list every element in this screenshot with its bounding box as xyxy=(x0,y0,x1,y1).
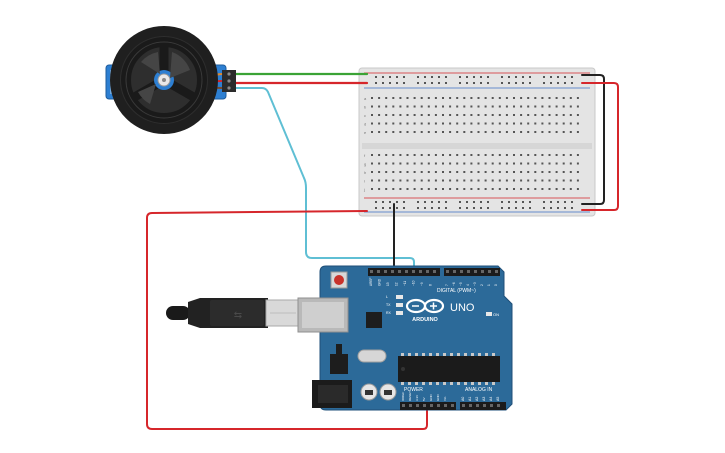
digital-header-right xyxy=(444,268,500,276)
digital-pin-label: AREF xyxy=(369,277,373,286)
digital-pin-label: ~9 xyxy=(420,282,424,286)
digital-pin-label: 0 xyxy=(494,284,498,286)
arduino-model: UNO xyxy=(450,302,475,314)
row-letter: b xyxy=(364,105,367,110)
analog-pin-label: A4 xyxy=(489,397,493,401)
digital-pin-label: ~10 xyxy=(412,280,416,286)
analog-pin-label: A3 xyxy=(482,397,486,401)
row-letter: a xyxy=(364,96,367,101)
led-label: TX xyxy=(386,303,391,307)
led-label: L xyxy=(386,295,388,299)
digital-pin-label: GND xyxy=(378,278,382,286)
digital-header-left xyxy=(368,268,440,276)
wire-blue-signal xyxy=(229,87,415,271)
row-letter: c xyxy=(364,113,366,118)
row-letter: j xyxy=(363,187,365,192)
wires xyxy=(146,72,619,430)
breadboard-holes xyxy=(371,76,579,209)
digital-pin-label: 2 xyxy=(480,284,484,286)
power-pin-label: IOREF xyxy=(401,392,405,401)
power-pin-label: 3.3V xyxy=(415,395,419,401)
digital-pin-label: 13 xyxy=(386,282,390,286)
row-letter: g xyxy=(364,162,366,167)
digital-pin-label: 4 xyxy=(466,284,470,286)
power-pin-label: RESET xyxy=(408,391,412,401)
digital-pwm-label: DIGITAL (PWM~) xyxy=(437,288,476,294)
power-pin-label: Vin xyxy=(443,396,447,401)
arduino-logo xyxy=(405,298,445,314)
row-letter: f xyxy=(364,153,366,158)
analog-pin-label: A0 xyxy=(461,397,465,401)
on-label: ON xyxy=(493,312,499,317)
status-led xyxy=(396,295,403,299)
row-letter: i xyxy=(364,179,365,184)
servo-motor[interactable] xyxy=(105,26,236,134)
analog-pin-label: A2 xyxy=(475,397,479,401)
digital-pin-label: 8 xyxy=(429,284,433,286)
usb-cable: ⇆ xyxy=(166,298,301,328)
power-label: POWER xyxy=(404,387,423,393)
digital-pin-label: 12 xyxy=(395,282,399,286)
arduino-logo-text: ARDUINO xyxy=(412,317,438,323)
on-led xyxy=(486,312,492,316)
led-label: RX xyxy=(386,311,392,315)
digital-pin-label: ~5 xyxy=(459,282,463,286)
status-led xyxy=(396,311,403,315)
digital-pin-label: ~6 xyxy=(452,282,456,286)
power-pin-label: GND xyxy=(429,394,433,402)
digital-pin-label: ~11 xyxy=(403,281,407,286)
power-pin-label: 5V xyxy=(422,397,426,401)
row-letter: h xyxy=(364,170,366,175)
status-led xyxy=(396,303,403,307)
digital-pin-label: 7 xyxy=(445,284,449,286)
analog-pin-label: A1 xyxy=(468,397,472,401)
row-letter: d xyxy=(364,122,366,127)
arduino-uno-board[interactable]: ARDUINO UNO DIGITAL (PWM~) POWER ANALOG … xyxy=(297,265,513,411)
power-pin-label: GND xyxy=(436,394,440,402)
power-header xyxy=(400,402,456,410)
digital-pin-label: 1 xyxy=(487,284,491,286)
analog-in-label: ANALOG IN xyxy=(465,387,493,393)
wire-red-rail-jumper xyxy=(581,82,619,211)
wire-red-5v xyxy=(146,210,428,430)
microcontroller-chip xyxy=(398,356,500,382)
svg-text:⇆: ⇆ xyxy=(234,310,242,321)
row-letter: e xyxy=(364,130,367,135)
analog-pin-label: A5 xyxy=(496,397,500,401)
wire-black-rail-jumper xyxy=(581,74,605,205)
digital-pin-label: ~3 xyxy=(473,282,477,286)
servo-wheel xyxy=(110,26,218,134)
